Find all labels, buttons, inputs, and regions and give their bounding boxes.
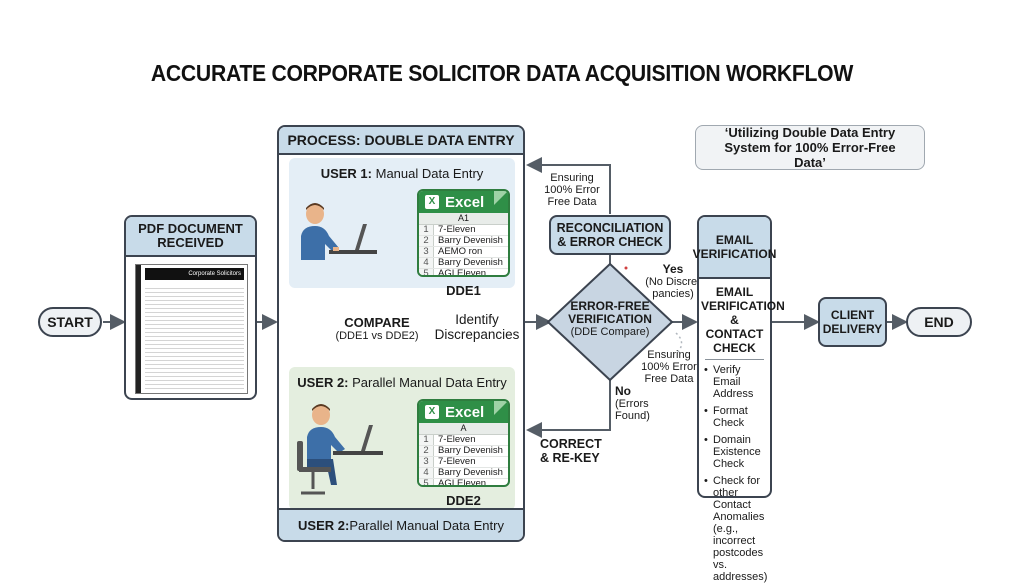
note-box: ‘Utilizing Double Data Entry System for … bbox=[695, 125, 925, 170]
row-number: 4 bbox=[419, 258, 434, 268]
excel-column-header: A bbox=[419, 423, 508, 435]
email-bullet-item: Domain Existence Check bbox=[704, 434, 768, 470]
row-number: 1 bbox=[419, 225, 434, 235]
excel-row: 2 Barry Devenish bbox=[419, 236, 508, 247]
decision-label: ERROR-FREE VERIFICATION bbox=[568, 299, 652, 326]
process-footer: USER 2: Parallel Manual Data Entry bbox=[279, 508, 523, 540]
cell-value: AGI Eleven bbox=[438, 478, 487, 487]
row-number: 2 bbox=[419, 236, 434, 246]
excel-row: 4 Barry Devenish bbox=[419, 468, 508, 479]
pdf-header: PDF DOCUMENT RECEIVED bbox=[126, 217, 255, 257]
cell-value: Barry Devenish bbox=[438, 257, 503, 268]
excel-row: 1 7-Eleven bbox=[419, 225, 508, 236]
diagram-title: ACCURATE CORPORATE SOLICITOR DATA ACQUIS… bbox=[150, 60, 854, 86]
end-node: END bbox=[906, 307, 972, 337]
email-title: EMAIL VERIFICATION & CONTACT CHECK bbox=[701, 285, 785, 355]
excel-row: 5 AGI Eleven bbox=[419, 268, 508, 277]
cell-value: 7-Eleven bbox=[438, 224, 476, 235]
red-marker-dot bbox=[624, 266, 628, 270]
row-number: 1 bbox=[419, 435, 434, 445]
yes-branch-label: Yes (No Discre-pancies) bbox=[645, 262, 701, 300]
row-number: 5 bbox=[419, 269, 434, 275]
client-delivery-box: CLIENT DELIVERY bbox=[818, 297, 887, 347]
decision-text: ERROR-FREE VERIFICATION (DDE Compare) bbox=[560, 299, 660, 339]
reconciliation-note: Ensuring 100% Error Free Data bbox=[544, 172, 600, 208]
arrow-decision-no-to-process bbox=[526, 380, 611, 438]
row-number: 5 bbox=[419, 479, 434, 485]
cell-value: AEMO ron bbox=[438, 246, 483, 257]
compare-label: COMPARE bbox=[344, 315, 410, 330]
user1-label: USER 1: Manual Data Entry bbox=[320, 166, 484, 181]
arrow-reconciliation-feedback bbox=[526, 157, 611, 214]
pdf-banner: Corporate Solicitors bbox=[145, 268, 244, 280]
excel-row: 1 7-Eleven bbox=[419, 435, 508, 446]
excel-icon: X bbox=[425, 405, 439, 419]
cell-value: Barry Devenish bbox=[438, 235, 503, 246]
excel-row: 5 AGI Eleven bbox=[419, 478, 508, 487]
excel-icon: X bbox=[425, 195, 439, 209]
email-bullet-item: Verify Email Address bbox=[704, 364, 768, 400]
email-verification-box: EMAIL VERIFICATION EMAIL VERIFICATION & … bbox=[693, 215, 785, 583]
dotted-yes-note-line bbox=[675, 332, 683, 353]
pdf-text-lines bbox=[145, 285, 244, 389]
process-header: PROCESS: DOUBLE DATA ENTRY bbox=[279, 127, 523, 155]
pdf-thumbnail: Corporate Solicitors bbox=[135, 264, 248, 394]
no-branch-label: No (Errors Found) bbox=[615, 384, 650, 422]
dde2-caption: DDE2 bbox=[446, 493, 481, 508]
user-at-laptop-icon bbox=[301, 203, 377, 260]
excel-row: 3 7-Eleven bbox=[419, 457, 508, 468]
email-header: EMAIL VERIFICATION bbox=[693, 217, 776, 279]
excel-row: 2 Barry Devenish bbox=[419, 446, 508, 457]
row-number: 3 bbox=[419, 247, 434, 257]
pdf-document-box: PDF DOCUMENT RECEIVED Corporate Solicito… bbox=[124, 215, 257, 400]
identify-discrepancies: Identify Discrepancies bbox=[434, 312, 520, 342]
correct-rekey-label: CORRECT & RE-KEY bbox=[540, 437, 602, 465]
compare-sub: (DDE1 vs DDE2) bbox=[335, 330, 419, 342]
start-node: START bbox=[38, 307, 102, 337]
email-bullet-item: Format Check bbox=[704, 405, 768, 429]
row-number: 3 bbox=[419, 457, 434, 467]
cell-value: AGI Eleven bbox=[438, 268, 487, 277]
excel-row: 3 AEMO ron bbox=[419, 247, 508, 258]
process-double-data-entry: PROCESS: DOUBLE DATA ENTRY USER 1: Manua… bbox=[277, 125, 525, 542]
row-number: 2 bbox=[419, 446, 434, 456]
decision-sub: (DDE Compare) bbox=[570, 326, 650, 338]
yes-note: Ensuring 100% Error Free Data bbox=[641, 349, 697, 385]
excel-column-header: A1 bbox=[419, 213, 508, 225]
decision-diamond-shape bbox=[546, 262, 674, 382]
row-number: 4 bbox=[419, 468, 434, 478]
cell-value: 7-Eleven bbox=[438, 456, 476, 467]
user-at-desk-icon bbox=[297, 404, 383, 495]
dde1-caption: DDE1 bbox=[446, 283, 481, 298]
user2-label: USER 2: Parallel Manual Data Entry bbox=[297, 375, 507, 390]
excel-row: 4 Barry Devenish bbox=[419, 258, 508, 269]
cell-value: 7-Eleven bbox=[438, 434, 476, 445]
cell-value: Barry Devenish bbox=[438, 467, 503, 478]
email-bullet-item: Check for other Contact Anomalies (e.g.,… bbox=[704, 475, 768, 583]
email-divider bbox=[705, 359, 764, 360]
cell-value: Barry Devenish bbox=[438, 445, 503, 456]
email-bullet-list: Verify Email AddressFormat CheckDomain E… bbox=[699, 364, 770, 583]
reconciliation-box: RECONCILIATION & ERROR CHECK bbox=[549, 215, 671, 255]
